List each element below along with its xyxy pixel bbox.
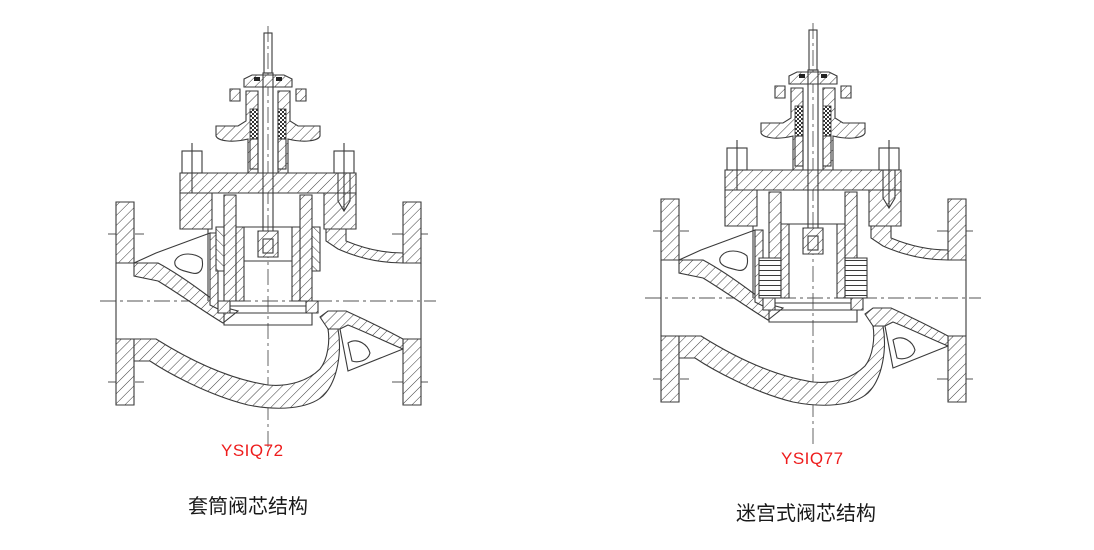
- caption-left: 套筒阀芯结构: [188, 494, 308, 518]
- model-label-left: YSIQ72: [221, 441, 284, 460]
- caption-right: 迷宫式阀芯结构: [736, 501, 876, 525]
- model-label-right: YSIQ77: [781, 449, 844, 468]
